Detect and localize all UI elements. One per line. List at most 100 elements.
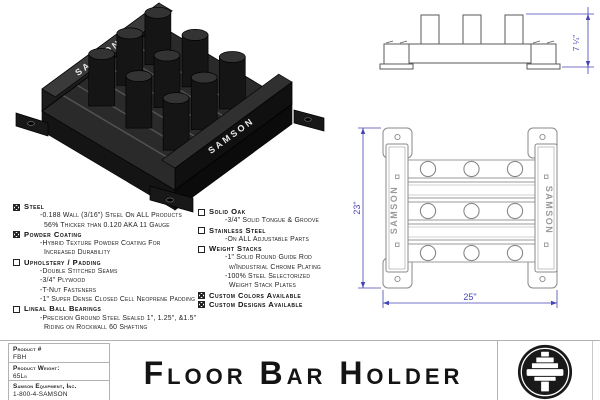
info-row-label: Product # [13, 346, 42, 353]
info-row: Product Weight:65Lb [9, 363, 109, 381]
brand-text-top-left: SAMSON [389, 186, 399, 235]
spec-item: Custom Designs Available [198, 300, 368, 309]
post-circle [463, 160, 480, 178]
info-row-label: Samson Equipment, Inc. [13, 383, 77, 390]
spec-item-detail: Increased Durability [44, 249, 111, 257]
spec-item-detail: Riding on Rockwall 60 Shafting [44, 323, 148, 331]
foot-plate-left [15, 112, 49, 137]
side-post [462, 14, 482, 45]
top-rail-right [534, 143, 558, 273]
spec-item-label: Lineal Ball Bearings [24, 304, 102, 314]
spec-item: Lineal Ball Bearings-Precision Ground St… [13, 304, 203, 332]
checkbox-checked [198, 301, 205, 309]
spec-item-label: Solid Oak [209, 207, 246, 216]
checkbox-checked [13, 231, 20, 239]
spec-item-detail: w/Industrial Chrome Plating [229, 263, 321, 271]
spec-item: Custom Colors Available [198, 291, 368, 300]
dimension-top-width [382, 290, 558, 308]
spec-item-header: Powder Coating [13, 230, 203, 239]
dimension-top-width-label: 25" [463, 292, 476, 302]
side-foot-left [383, 43, 410, 65]
info-row-label: Product Weight: [13, 364, 60, 372]
post-circle [419, 160, 437, 178]
info-row: Samson Equipment, Inc.1-800-4-SAMSON [9, 381, 109, 400]
spec-item-header: Stainless Steel [198, 226, 368, 235]
spec-item-detail: -Precision Ground Steel Sealed 1", 1.25"… [40, 314, 197, 322]
info-row-value: 65Lb [13, 372, 28, 380]
spec-item-label: Weight Stacks [209, 244, 262, 254]
spec-item-label: Custom Colors Available [209, 290, 302, 300]
spec-item: Steel-0.188 Wall (3/16") Steel On ALL Pr… [13, 202, 203, 230]
mount-hole [394, 133, 401, 141]
side-foot-flange-right [526, 63, 561, 70]
spec-item: Stainless Steel-On ALL Adjustable Parts [198, 226, 368, 245]
front-brand-rail: SAMSON [161, 73, 293, 191]
info-row-value: 1-800-4-SAMSON [13, 391, 68, 398]
product-title: Floor Bar Holder [143, 354, 464, 391]
mount-hole [394, 275, 401, 283]
samson-logo [516, 343, 574, 400]
spec-item-header: Solid Oak [198, 207, 368, 216]
side-foot-right [530, 43, 557, 65]
cross-slat [407, 223, 536, 241]
spec-item-detail: -1" Super Dense Closed Cell Neoprene Pad… [40, 295, 196, 303]
side-main-rail [394, 43, 547, 64]
post-circle [463, 244, 480, 262]
side-post [504, 14, 524, 45]
spec-item-detail: -Hybrid Texture Powder Coating For [40, 240, 161, 248]
post-circle [506, 244, 524, 262]
dimension-top-height-label: 23" [352, 201, 362, 214]
spec-item: Upholstery / Padding-Double Stitched Sea… [13, 258, 203, 304]
spec-column-left: Steel-0.188 Wall (3/16") Steel On ALL Pr… [13, 202, 203, 332]
info-row: Product #FBH [9, 344, 109, 363]
spec-item-detail: -3/4" Solid Tongue & Groove [225, 217, 320, 225]
spec-item-detail: -3/4" Plywood [40, 277, 86, 285]
spec-item-detail: -0.188 Wall (3/16") Steel On ALL Product… [40, 212, 183, 220]
checkbox-unchecked [13, 259, 20, 267]
spec-item-detail: -100% Steel Selectorized [225, 273, 311, 281]
spec-item-detail: -On ALL Adjustable Parts [225, 235, 310, 243]
spec-item-header: Upholstery / Padding [13, 258, 203, 267]
side-post [420, 14, 440, 45]
spec-item-detail: -1" Solid Round Guide Rod [225, 254, 312, 262]
checkbox-unchecked [13, 305, 20, 313]
divider [497, 341, 498, 400]
checkbox-unchecked [198, 208, 205, 216]
spec-item-header: Lineal Ball Bearings [13, 304, 203, 313]
checkbox-unchecked [198, 245, 205, 253]
dimension-top-height [358, 127, 381, 289]
spec-item-label: Custom Designs Available [209, 299, 303, 309]
divider [592, 341, 593, 400]
post-circle [506, 160, 524, 178]
side-elevation-view: 7 ¼" [379, 7, 594, 74]
spec-item-label: Powder Coating [24, 229, 82, 239]
info-row-value: FBH [13, 354, 27, 361]
foot-plate-front [149, 185, 194, 213]
top-plan-view: SAMSON SAMSON 23" 25" [352, 127, 558, 308]
spec-item-label: Upholstery / Padding [24, 257, 101, 267]
spec-item-label: Stainless Steel [209, 225, 266, 235]
dimension-side-height-label: 7 ¼" [572, 35, 581, 51]
isometric-product-view: SAMSON SAMSON [15, 2, 325, 213]
cross-slat [407, 181, 536, 199]
brand-text-top-right: SAMSON [544, 186, 554, 235]
weight-stack-logo-icon [517, 344, 573, 400]
bar-holder-posts [88, 6, 246, 151]
checkbox-checked [13, 203, 20, 211]
spec-item-header: Custom Colors Available [198, 291, 368, 300]
spec-item-label: Steel [24, 202, 45, 211]
mount-hole [539, 133, 546, 141]
spec-item: Powder Coating-Hybrid Texture Powder Coa… [13, 230, 203, 258]
spec-item-header: Steel [13, 202, 203, 211]
spec-item-header: Custom Designs Available [198, 300, 368, 309]
post-circle [419, 244, 437, 262]
spec-item: Solid Oak-3/4" Solid Tongue & Groove [198, 207, 368, 226]
spec-item-detail: -Double Stitched Seams [40, 268, 118, 276]
spec-item-detail: -T-Nut Fasteners [40, 286, 97, 294]
spec-item-detail: 56% Thicker than 0.120 AKA 11 Gauge [44, 221, 170, 229]
